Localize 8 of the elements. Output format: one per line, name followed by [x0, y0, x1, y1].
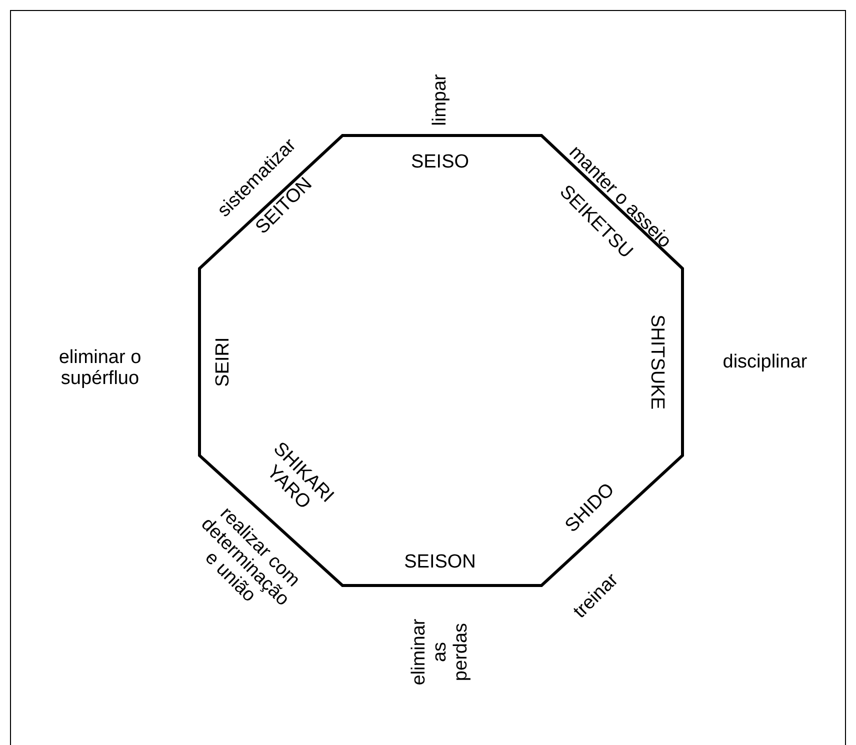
term-label: SEISON: [404, 552, 476, 572]
term-label: SEIRI: [212, 337, 234, 387]
term-label: SEISO: [410, 152, 470, 172]
term-label: eliminar o supérfluo: [58, 347, 142, 389]
term-label: limpar: [430, 74, 450, 126]
term-label: SHITSUKE: [646, 314, 668, 410]
term-label: disciplinar: [722, 352, 808, 372]
term-label: eliminar as perdas: [408, 618, 472, 688]
